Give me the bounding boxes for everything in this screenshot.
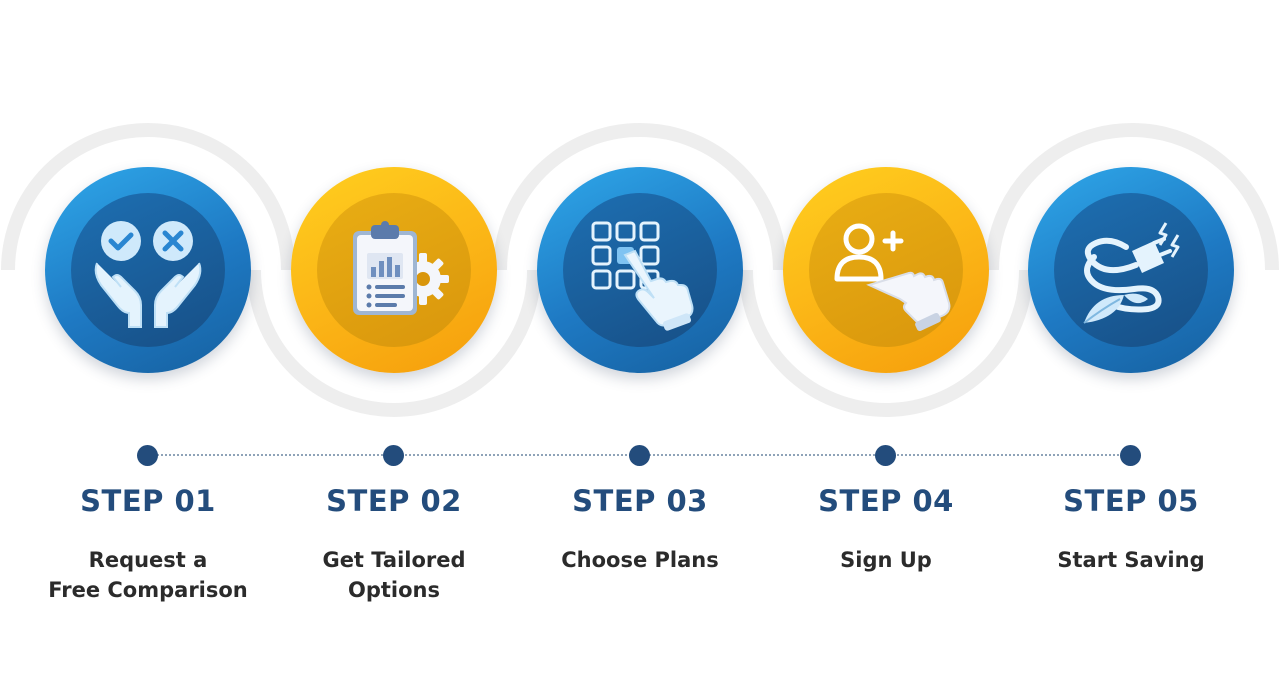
step-3-circle: [537, 167, 743, 373]
hands-check-cross-icon: [94, 221, 202, 328]
step-description: Request a Free Comparison: [48, 548, 248, 602]
step-5-circle: [1028, 167, 1234, 373]
energy-plug-leaf-icon: [1083, 222, 1180, 324]
clipboard-gear-icon: [353, 221, 449, 315]
timeline-dot-5: [1120, 445, 1141, 466]
step-title: STEP 02: [326, 484, 462, 518]
add-user-hand-icon: [834, 223, 951, 332]
step-description: Sign Up: [840, 548, 932, 572]
step-title: STEP 01: [80, 484, 216, 518]
timeline-dot-3: [629, 445, 650, 466]
step-4-circle: [783, 167, 989, 373]
step-1-circle: [45, 167, 251, 373]
step-description: Choose Plans: [561, 548, 719, 572]
step-description: Start Saving: [1057, 548, 1205, 572]
keypad-tap-icon: [591, 221, 694, 331]
timeline-dot-4: [875, 445, 896, 466]
step-title: STEP 05: [1063, 484, 1199, 518]
timeline-dot-2: [383, 445, 404, 466]
step-2-circle: [291, 167, 497, 373]
timeline-dot-1: [137, 445, 158, 466]
step-title: STEP 03: [572, 484, 708, 518]
step-description: Get Tailored Options: [322, 548, 466, 602]
step-title: STEP 04: [818, 484, 954, 518]
